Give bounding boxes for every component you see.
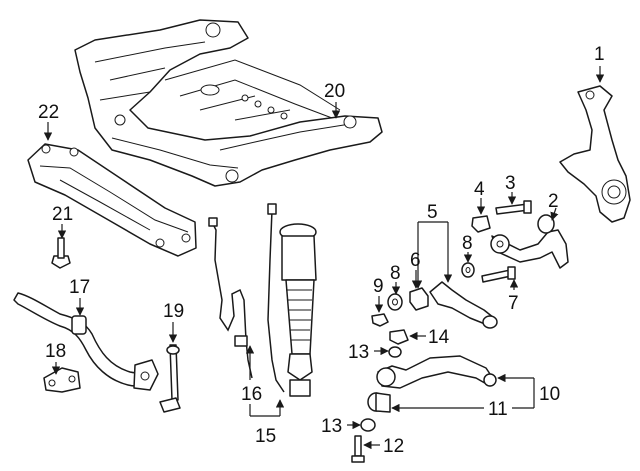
washer-8a (387, 293, 403, 311)
callout-19: 19 (163, 301, 184, 322)
steering-knuckle (559, 85, 631, 223)
callout-2: 2 (548, 191, 559, 212)
callout-6: 6 (410, 250, 421, 271)
bracket-18 (43, 367, 81, 393)
nut-4 (471, 215, 491, 233)
callout-22: 22 (38, 102, 59, 123)
callout-7: 7 (508, 293, 519, 314)
callout-20: 20 (324, 81, 345, 102)
callout-9: 9 (373, 276, 384, 297)
callout-18: 18 (45, 341, 66, 362)
callout-1: 1 (594, 44, 605, 65)
bolt-3 (495, 200, 532, 215)
callout-15: 15 (255, 426, 276, 447)
callout-17: 17 (69, 277, 90, 298)
washer-13a (388, 346, 402, 358)
sensor-wire-16 (208, 217, 253, 379)
air-strut (267, 203, 317, 397)
nut-9 (371, 313, 389, 327)
callout-12: 12 (383, 436, 404, 457)
callout-4: 4 (474, 179, 485, 200)
bushing-6 (409, 287, 429, 311)
lower-control-arm (376, 355, 497, 389)
stabilizer-bar (13, 292, 159, 391)
callout-14: 14 (428, 327, 450, 348)
callout-10: 10 (539, 384, 560, 405)
callout-8-left: 8 (390, 263, 401, 284)
nut-14 (389, 329, 409, 345)
callout-21: 21 (52, 204, 73, 225)
callout-3: 3 (505, 173, 516, 194)
subframe-part (74, 19, 383, 187)
upper-control-arm (490, 214, 569, 269)
stabilizer-link (159, 344, 181, 413)
callout-8-right: 8 (462, 233, 473, 254)
bushing-11 (367, 392, 391, 413)
callout-16: 16 (241, 384, 262, 405)
washer-13b (360, 418, 376, 432)
callout-labels: 1 2 3 4 5 6 7 8 8 9 10 11 12 13 13 14 15… (38, 44, 605, 457)
bolt-21 (51, 237, 71, 269)
callout-5: 5 (427, 202, 438, 223)
callout-13-upper: 13 (348, 342, 369, 363)
washer-8b (461, 262, 475, 278)
callout-13-lower: 13 (321, 416, 342, 437)
strut-arm-5 (429, 281, 498, 329)
bolt-12 (351, 435, 365, 463)
leader-lines (43, 66, 605, 450)
crossbar-part (27, 143, 197, 257)
bolt-7 (481, 266, 516, 283)
callout-11: 11 (488, 399, 508, 420)
